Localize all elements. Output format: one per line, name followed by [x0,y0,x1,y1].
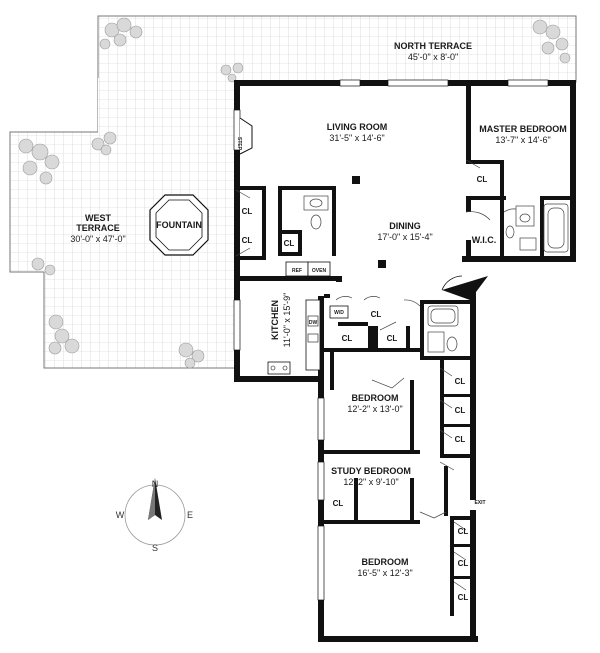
dining-name: DINING [389,221,421,231]
shrub-icon [48,314,80,355]
closet-label: CL [458,559,469,568]
closet-label: CL [455,435,466,444]
living-room-name: LIVING ROOM [327,122,388,132]
wic-label: W.I.C. [472,235,497,245]
fountain-label: FOUNTAIN [156,220,202,230]
ref-label: REF [292,268,302,274]
master-bedroom-dims: 13'-7" x 14'-6" [495,135,550,145]
kitchen-fixtures: REF OVEN DW W/D [267,261,349,375]
west-terrace-upper-paving [98,78,238,134]
shrub-icon [178,342,205,369]
closet-label: CL [477,175,488,184]
fountain: FOUNTAIN [149,194,209,256]
terrace-area [9,15,577,369]
shrub-icon [532,19,571,64]
closet-label: CL [458,593,469,602]
dining-dims: 17'-0" x 15'-4" [377,232,432,242]
west-terrace-dims: 30'-0" x 47'-0" [70,234,125,244]
shrub-icon [91,131,117,156]
windows [233,79,549,601]
closet-label: CL [455,377,466,386]
compass-w: W [116,510,125,520]
terrace-step: STEP [236,117,253,155]
shrubs [18,17,571,369]
bath-fixtures [303,195,569,353]
closet-label: CL [242,236,253,245]
kitchen-dims: 11'-0" x 15'-9" [282,293,292,348]
kitchen-name: KITCHEN [270,300,280,340]
bedroom-1-dims: 12'-2" x 13'-0" [347,404,402,414]
closet-label: CL [371,310,382,319]
west-terrace-name: WEST [85,213,112,223]
closet-label: CL [387,334,398,343]
bedroom-1-name: BEDROOM [352,393,399,403]
compass-n: N [152,479,159,489]
closet-label: CL [458,527,469,536]
closet-label: CL [455,406,466,415]
study-bedroom-dims: 12'-2" x 9'-10" [343,477,398,487]
entry-door-swing [441,275,463,291]
closet-label: CL [342,334,353,343]
entry-arrow-icon [442,276,488,300]
closet-label: CL [284,239,295,248]
bedroom-2-dims: 16'-5" x 12'-3" [357,568,412,578]
room-labels: NORTH TERRACE 45'-0" x 8'-0" WEST TERRAC… [70,41,566,578]
dw-label: DW [309,320,318,326]
shrub-icon [31,257,56,276]
living-room-dims: 31'-5" x 14'-6" [329,133,384,143]
north-terrace-dims: 45'-0" x 8'-0" [408,52,458,62]
bedroom-2-name: BEDROOM [362,557,409,567]
compass-rose: N W E S [116,478,193,553]
interior-walls [236,82,572,616]
wd-label: W/D [334,310,344,316]
master-bedroom-name: MASTER BEDROOM [479,124,567,134]
north-terrace-name: NORTH TERRACE [394,41,472,51]
oven-label: OVEN [312,268,327,274]
shrub-icon [99,17,143,50]
compass-e: E [187,510,193,520]
living-floor [236,82,576,278]
exit-label: EXIT [474,500,485,506]
step-label: STEP [236,137,242,151]
closet-labels: CL CL CL CL W.I.C. CL CL CL CL CL CL CL … [242,175,497,602]
shrub-icon [18,138,60,185]
study-bedroom-name: STUDY BEDROOM [331,466,411,476]
west-terrace-name-2: TERRACE [76,223,120,233]
compass-s: S [152,543,158,553]
north-terrace-paving [97,15,577,83]
doors [235,159,521,591]
closet-label: CL [242,207,253,216]
closet-label: CL [333,499,344,508]
